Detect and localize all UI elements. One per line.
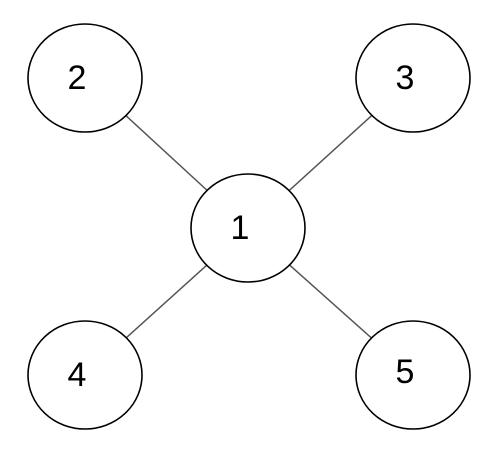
node-1-circle [190, 173, 306, 283]
node-2-label: 2 [68, 59, 87, 97]
node-2-circle [27, 23, 143, 133]
node-3-label: 3 [396, 59, 415, 97]
node-1-label: 1 [231, 209, 250, 247]
node-3: 3 [355, 23, 471, 133]
node-4-circle [27, 320, 143, 430]
node-4-label: 4 [68, 356, 87, 394]
node-2: 2 [27, 23, 143, 133]
node-5-circle [355, 320, 471, 430]
node-5-label: 5 [396, 353, 415, 391]
nodes-layer: 1 2 3 4 5 [27, 23, 471, 430]
node-3-circle [355, 23, 471, 133]
node-5: 5 [355, 320, 471, 430]
node-4: 4 [27, 320, 143, 430]
node-1: 1 [190, 173, 306, 283]
